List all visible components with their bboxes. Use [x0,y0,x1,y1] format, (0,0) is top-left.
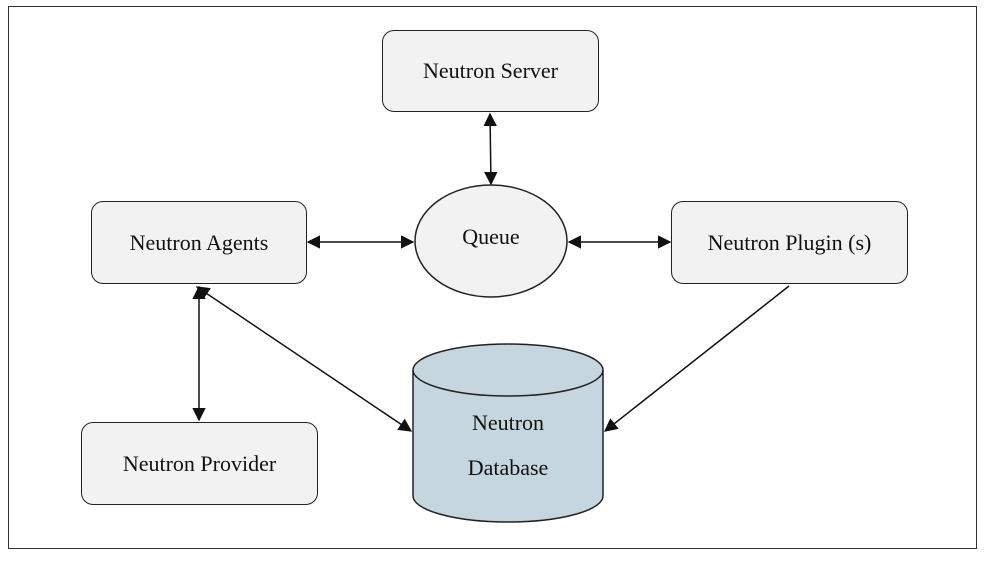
arrow-server-queue [483,112,498,186]
database-label-line2: Database [467,455,549,480]
neutron-server-box: Neutron Server [382,30,599,112]
neutron-agents-box: Neutron Agents [91,201,307,284]
neutron-provider-label: Neutron Provider [122,450,277,476]
database-cylinder [412,343,604,523]
neutron-agents-label: Neutron Agents [129,229,269,255]
arrow-agents-database [195,286,413,432]
neutron-plugin-label: Neutron Plugin (s) [707,229,872,255]
neutron-plugin-box: Neutron Plugin (s) [671,201,908,284]
database-label-line1: Neutron [471,410,545,435]
neutron-server-label: Neutron Server [422,58,558,83]
queue-label: Queue [462,224,520,249]
neutron-provider-box: Neutron Provider [81,422,318,505]
diagram-frame [8,6,977,549]
arrow-plugin-database [603,285,790,432]
